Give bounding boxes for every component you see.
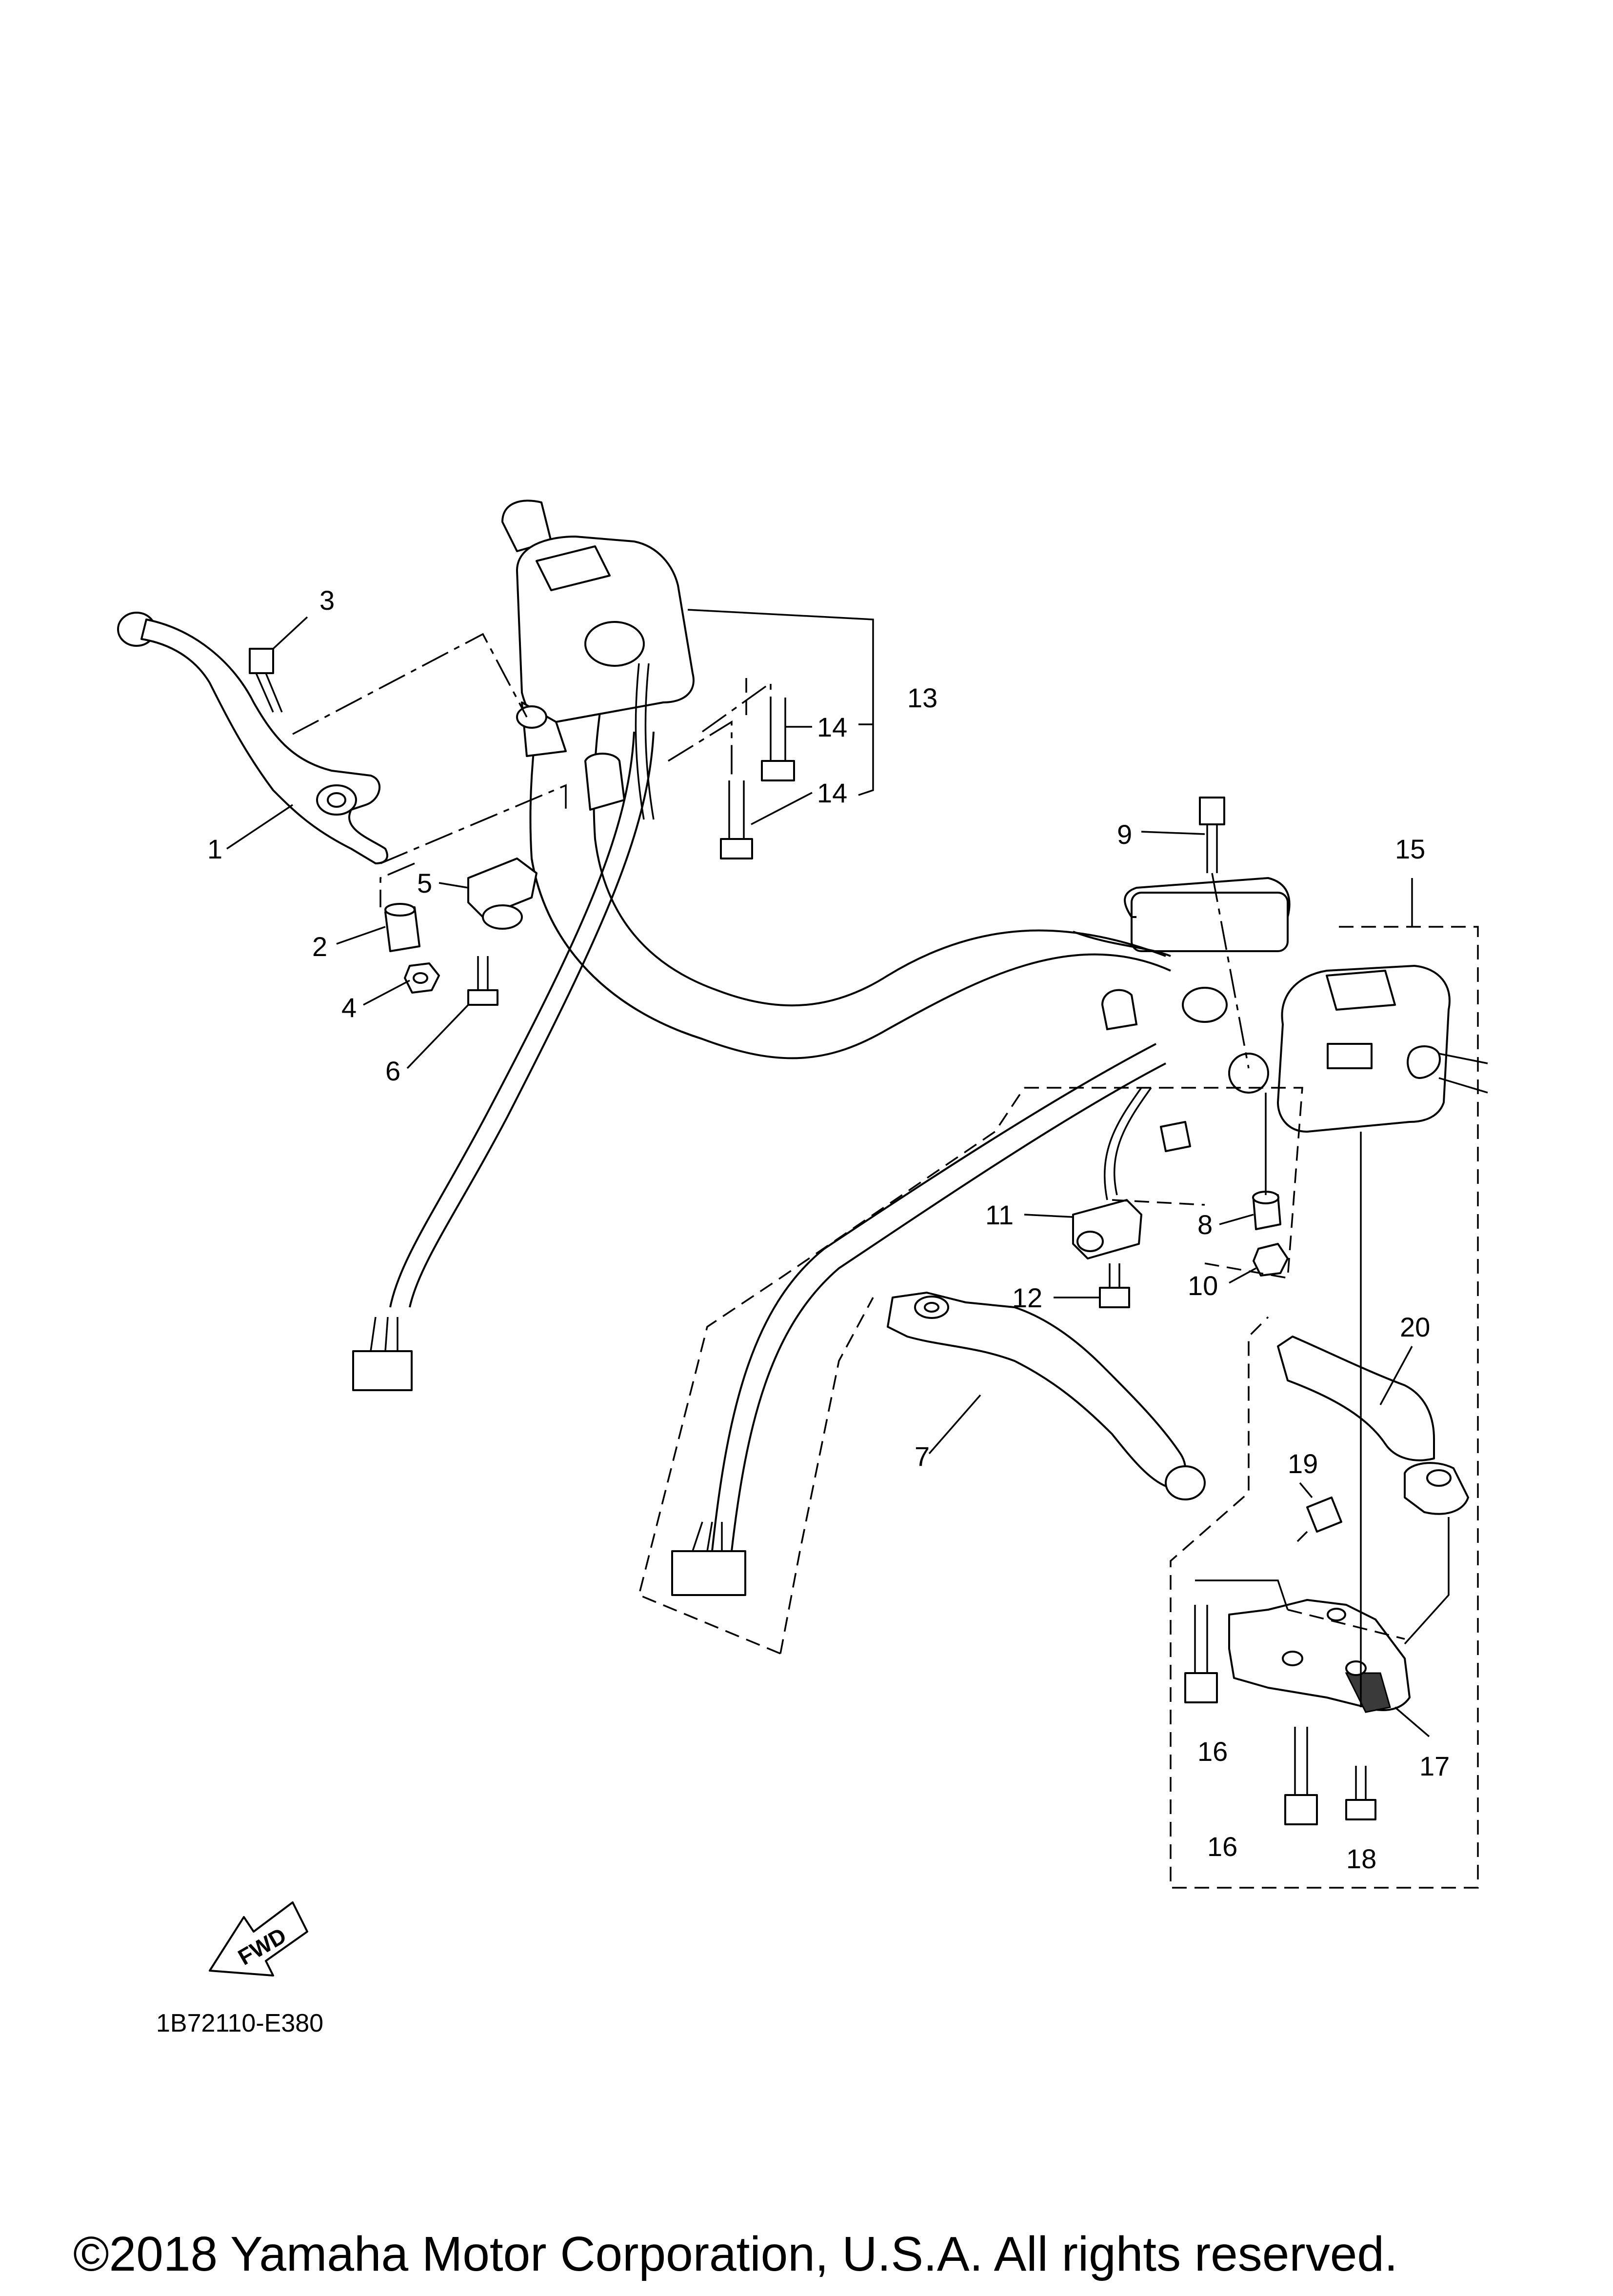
collar-8 [1252, 1191, 1281, 1230]
callout-15: 15 [1395, 834, 1425, 864]
screw-6 [467, 956, 498, 1006]
callout-18: 18 [1346, 1843, 1376, 1874]
callout-3: 3 [319, 585, 335, 616]
leader-lines [226, 616, 1430, 1737]
switch-11 [1072, 1087, 1191, 1259]
callout-16-left: 16 [1197, 1736, 1228, 1767]
clutch-lever [117, 612, 388, 864]
callout-13: 13 [907, 682, 937, 713]
collar-2 [384, 903, 420, 952]
lever-20 [1277, 1336, 1469, 1515]
diagram-code: 1B72110-E380 [156, 2009, 323, 2037]
bolt-9 [1199, 797, 1225, 873]
callout-4: 4 [341, 992, 357, 1023]
callout-1: 1 [207, 834, 222, 864]
right-handlebar-switch [1277, 965, 1488, 1133]
bolt-16-bottom [1284, 1727, 1318, 1825]
copyright-notice: ©2018 Yamaha Motor Corporation, U.S.A. A… [73, 2227, 1398, 2281]
switch-5 [467, 858, 538, 930]
nut-4 [404, 962, 440, 994]
callout-9: 9 [1117, 819, 1132, 850]
callout-12: 12 [1012, 1282, 1042, 1313]
screw-14-lower [720, 780, 753, 859]
callout-7: 7 [915, 1441, 930, 1472]
screw-14-upper [761, 698, 795, 781]
left-wiring-harness [352, 731, 655, 1391]
callout-14-upper: 14 [817, 712, 847, 742]
bolt-16-left [1184, 1605, 1218, 1703]
assembly-lines [292, 609, 1479, 1889]
callout-6: 6 [385, 1056, 400, 1086]
callout-11: 11 [985, 1199, 1014, 1230]
callout-20: 20 [1400, 1312, 1430, 1342]
screw-18 [1345, 1766, 1376, 1820]
bolt-3 [249, 648, 283, 713]
fwd-arrow-icon: FWD [209, 1901, 308, 1977]
brake-master-cylinder [1101, 877, 1291, 1094]
nut-10 [1253, 1243, 1289, 1277]
callout-5: 5 [417, 868, 432, 898]
callout-labels: 1 2 3 4 5 6 7 8 9 10 11 12 13 14 14 15 1… [207, 585, 1450, 1874]
callout-10: 10 [1188, 1270, 1218, 1301]
callout-8: 8 [1197, 1209, 1213, 1240]
callout-14-lower: 14 [817, 778, 847, 808]
brake-lever [887, 1292, 1206, 1500]
callout-19: 19 [1288, 1448, 1318, 1479]
screw-12 [1099, 1263, 1130, 1308]
spring-19 [1296, 1497, 1342, 1542]
left-handlebar-switch [501, 499, 695, 820]
callout-2: 2 [312, 931, 327, 962]
callout-16-bottom: 16 [1207, 1831, 1237, 1862]
callout-17: 17 [1419, 1751, 1450, 1781]
